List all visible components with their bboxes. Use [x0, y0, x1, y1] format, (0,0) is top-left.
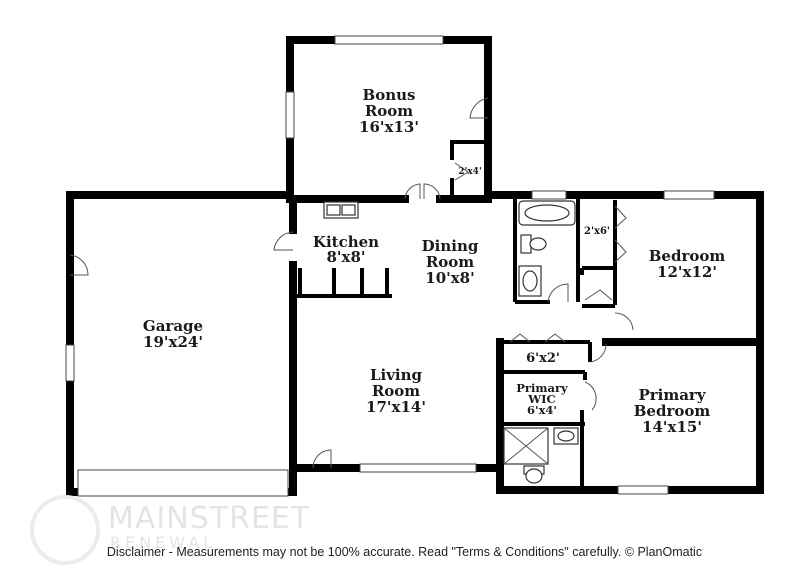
garage-name: Garage [143, 317, 203, 335]
room-label-primary-bedroom: Primary Bedroom 14'x15' [634, 386, 711, 436]
primary-bedroom-name-2: Bedroom [634, 402, 711, 420]
dining-room-dimensions: 10'x8' [425, 269, 474, 287]
bonus-room-name-1: Bonus [363, 86, 416, 104]
room-label-garage: Garage 19'x24' [143, 317, 203, 351]
interior-walls [286, 140, 760, 488]
dining-room-name-1: Dining [422, 237, 479, 255]
bonus-room-name-2: Room [365, 102, 413, 120]
windows [65, 35, 715, 497]
bonus-closet-dimensions: 2'x4' [458, 167, 481, 177]
room-label-bedroom: Bedroom 12'x12' [649, 247, 726, 281]
room-label-kitchen: Kitchen 8'x8' [313, 233, 379, 266]
watermark-title: MAINSTREET [108, 501, 311, 536]
bedroom-dimensions: 12'x12' [657, 263, 717, 281]
room-label-bonus-room: Bonus Room 16'x13' [359, 86, 419, 136]
bonus-room-dimensions: 16'x13' [359, 118, 419, 136]
kitchen-dimensions: 8'x8' [326, 248, 365, 266]
room-label-primary-wic: Primary WIC 6'x4' [516, 381, 568, 417]
fixtures [323, 200, 579, 484]
house-logo-icon [30, 495, 100, 565]
room-label-living-room: Living Room 17'x14' [366, 366, 426, 416]
disclaimer-text: Disclaimer - Measurements may not be 100… [106, 545, 703, 559]
garage-dimensions: 19'x24' [143, 333, 203, 351]
living-room-name-1: Living [370, 366, 423, 384]
kitchen-name: Kitchen [313, 233, 379, 251]
exterior-walls [66, 36, 764, 496]
living-room-name-2: Room [372, 382, 420, 400]
doors [69, 97, 634, 469]
primary-wic-dimensions: 6'x4' [527, 403, 557, 417]
hall-closet-dimensions: 6'x2' [526, 351, 560, 366]
dining-room-name-2: Room [426, 253, 474, 271]
living-room-dimensions: 17'x14' [366, 398, 426, 416]
primary-wic-name-1: Primary [516, 381, 568, 395]
bedroom-closet-dimensions: 2'x6' [584, 226, 610, 237]
room-label-dining-room: Dining Room 10'x8' [422, 237, 479, 287]
watermark-subtitle: RENEWAL [110, 533, 217, 552]
bedroom-name: Bedroom [649, 247, 726, 265]
primary-wic-name-2: WIC [527, 392, 555, 406]
primary-bedroom-name-1: Primary [638, 386, 706, 404]
primary-bedroom-dimensions: 14'x15' [642, 418, 702, 436]
